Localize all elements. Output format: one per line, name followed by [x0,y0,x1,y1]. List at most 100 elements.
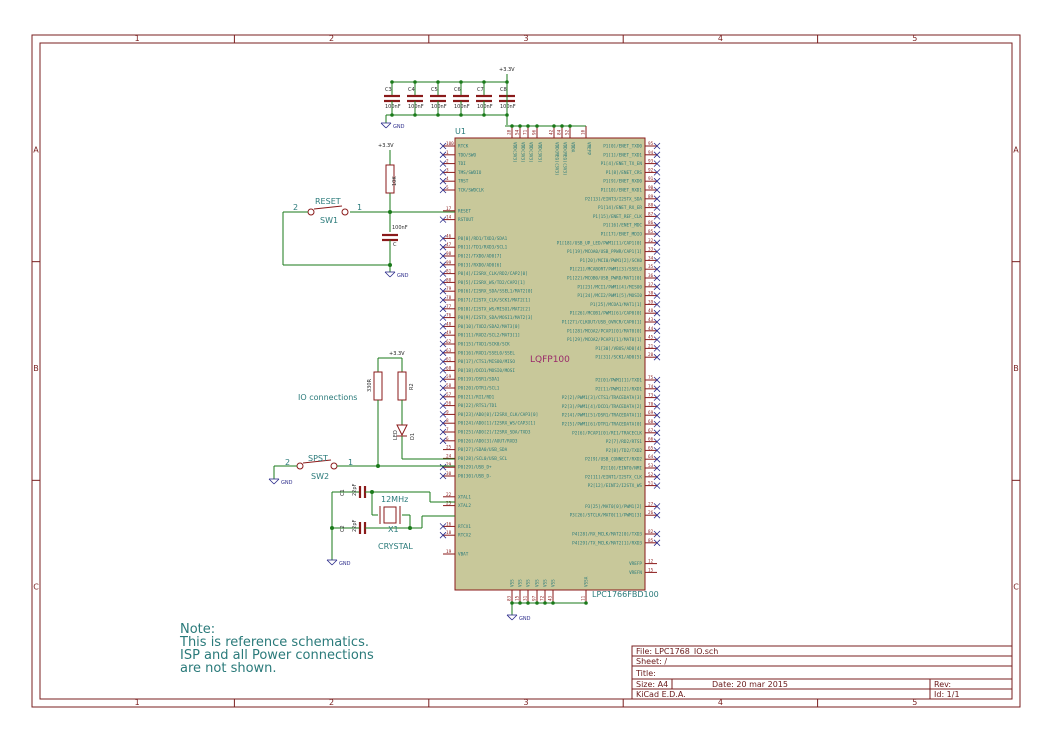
mcu-left-pin-num: 79 [446,286,452,292]
mcu-right-pin-name: P2[3]/PWM1[4]/DCD1/TRACEDATA[2] [562,404,642,410]
mcu-right-pin-num: 88 [648,203,654,209]
decoupling-cap-value: 100nF [454,104,470,110]
tb-size: Size: A4 [636,680,668,689]
mcu-right-pin-num: 93 [648,159,654,165]
zone-col-bottom: 5 [912,698,917,707]
io-circuit: +3.3V 330R R2 LED D1 IO connections SPST… [268,351,455,486]
mcu-left-pin-num: 100 [446,141,454,147]
mcu-right-pin-num: 94 [648,150,654,156]
mcu-right-pin-name: P3[25]/MAT0[0]/PWM1[2] [585,504,642,510]
mcu-right-pin-num: 53 [648,463,654,469]
mcu-right-pin-name: P2[0]/PWM1[1]/TXD1 [595,378,642,384]
mcu-left-pin-num: 14 [446,215,452,221]
tb-rev: Rev: [934,680,951,689]
mcu-right-pin-name: P2[9]/USB_CONNECT/RXD2 [585,457,642,463]
mcu-gnd-symbol: GND [506,614,531,622]
mcu-right-pin-num: 73 [648,393,654,399]
mcu-top-pin-num: 52 [565,129,571,135]
zone-row-left: C [33,583,39,592]
decoupling-cap-value: 100nF [408,104,424,110]
mcu-right-pin-name: P1[31]/SCK1/AD0[5] [595,355,642,361]
mcu-left-pin-num: 1 [446,150,449,156]
mcu-left-pin-num: 81 [446,269,452,275]
mcu-left-pin-num: 17 [446,206,452,212]
mcu-left-pin-num: 98 [446,251,452,257]
mcu-left-pin-num: 25 [446,445,452,451]
zone-row-left: A [33,145,39,154]
mcu-right-pin-num: 32 [648,238,654,244]
mcu-pins: RTCK100TDO/SWO1TDI2TMS/SWDIO3TRST4TCK/SW… [439,124,661,615]
mcu-right-pin-name: P1[26]/MCOB1/PWM1[6]/CAP0[0] [570,311,642,317]
c2-ref: C2 [340,525,346,532]
note-line-2: This is reference schematics. [179,635,369,650]
mcu-right-pin-name: P1[29]/MCOA2/PCAP1[1]/MAT0[1] [567,337,642,343]
mcu-left-pin-num: 99 [446,260,452,266]
mcu-left-pin-num: 4 [446,176,449,182]
mcu-left-pin-name: P0[24]/AD0[1]/I2SRX_WS/CAP3[1] [458,421,536,427]
zone-col-top: 3 [523,34,528,43]
mcu-left-pin-name: P0[17]/CTS1/MISO0/MISO [458,359,515,365]
mcu-right-pin-num: 12 [648,559,654,565]
mcu-right-pin-name: P1[22]/MCOB0/USB_PWRD/MAT1[0] [567,276,642,282]
decoupling-vcc-label: +3.3V [499,67,515,73]
mcu-bottom-pin-name: VSS [551,579,557,587]
mcu-top-pin-num: 54 [515,129,521,135]
mcu-right-pin-name: VREFP [629,561,642,567]
mcu-left-pin-num: 7 [446,427,449,433]
mcu-left-pin-num: 22 [446,492,452,498]
mcu-bottom-pin-num: 97 [532,595,538,601]
mcu-bottom-pin-num: 31 [523,595,529,601]
crystal-circuit: C1 22pF C2 22pF 12MHz X1 CRYSTAL GND [326,483,455,567]
mcu-top-pin-name: VREFP [586,142,592,155]
io-gnd-symbol: GND [268,478,293,486]
mcu-bottom-pin-name: VSS [543,579,549,587]
mcu-left-pin-name: P0[29]/USB_D+ [458,465,492,471]
mcu-right-pin-name: P1[21]/MCABORT/PWM1[3]/SSEL0 [570,267,643,273]
mcu-right-pin-name: P1[10]/ENET_RXD1 [601,188,643,194]
mcu-package: LQFP100 [530,355,570,365]
mcu-right-pin-num: 91 [648,176,654,182]
sw2-name: SPST [308,454,328,463]
reset-cap-ref: C [393,242,397,248]
mcu-left-pin-name: P0[4]/I2SRX_CLK/RD2/CAP2[0] [458,271,528,277]
mcu-left-pin-num: 77 [446,304,452,310]
mcu-left-pin-name: P0[26]/AD0[3]/AOUT/RXD3 [458,438,518,444]
mcu-left-pin-num: 6 [446,436,449,442]
mcu-right-pin-name: P1[17]/ENET_MDIO [601,232,643,238]
mcu-left-pin-name: TDI [458,161,466,167]
sw2-pin2: 2 [285,458,290,467]
mcu-right-pin-num: 69 [648,410,654,416]
mcu-symbol: U1 LQFP100 LPC1766FBD100 RTCK100TDO/SWO1… [439,124,661,615]
decoupling-cap-ref: C5 [431,87,438,93]
mcu-left-pin-name: TMS/SWDIO [458,170,482,176]
mcu-right-pin-name: P1[24]/MCI2/PWM1[5]/MOSI0 [577,293,642,299]
mcu-left-pin-name: XTAL2 [458,503,471,509]
mcu-left-pin-name: TRST [458,179,469,185]
mcu-bottom-pin-num: 11 [581,595,587,601]
mcu-right-pin-num: 89 [648,194,654,200]
mcu-right-pin-num: 21 [648,343,654,349]
mcu-left-pin-num: 9 [446,409,449,415]
mcu-right-pin-num: 20 [648,352,654,358]
tb-title: Title: [635,669,656,678]
zone-col-bottom: 3 [523,698,528,707]
mcu-left-pin-name: P0[23]/AD0[0]/I2SRX_CLK/CAP3[0] [458,412,538,418]
mcu-top-pin-name: VDD(3V3) [512,142,518,163]
mcu-right-pin-num: 82 [648,529,654,535]
mcu-left-pin-name: P0[5]/I2SRX_WS/TD2/CAP2[1] [458,280,525,286]
mcu-right-pin-num: 86 [648,220,654,226]
mcu-top-pin-num: 28 [507,129,513,135]
mcu-bottom-pin-name: VSS [518,579,524,587]
sw1-contact-left [307,208,315,216]
mcu-left-pin-name: RTCK [458,144,469,150]
mcu-right-pin-name: P1[0]/ENET_TXD0 [603,144,642,150]
mcu-left-pin-name: P0[3]/RXD0/AD0[6] [458,262,502,268]
zone-row-right: A [1013,145,1019,154]
mcu-left-pin-name: P0[0]/RD1/TXD3/SDA1 [458,236,508,242]
mcu-right-pin-name: P4[29]/TX_MCLK/MAT2[1]/RXD3 [572,540,642,546]
mcu-left-pin-name: RTCX1 [458,524,471,530]
mcu-left-pin-num: 5 [446,185,449,191]
zone-col-bottom: 1 [135,698,140,707]
zone-row-right: B [1013,364,1019,373]
mcu-right-pin-num: 92 [648,167,654,173]
